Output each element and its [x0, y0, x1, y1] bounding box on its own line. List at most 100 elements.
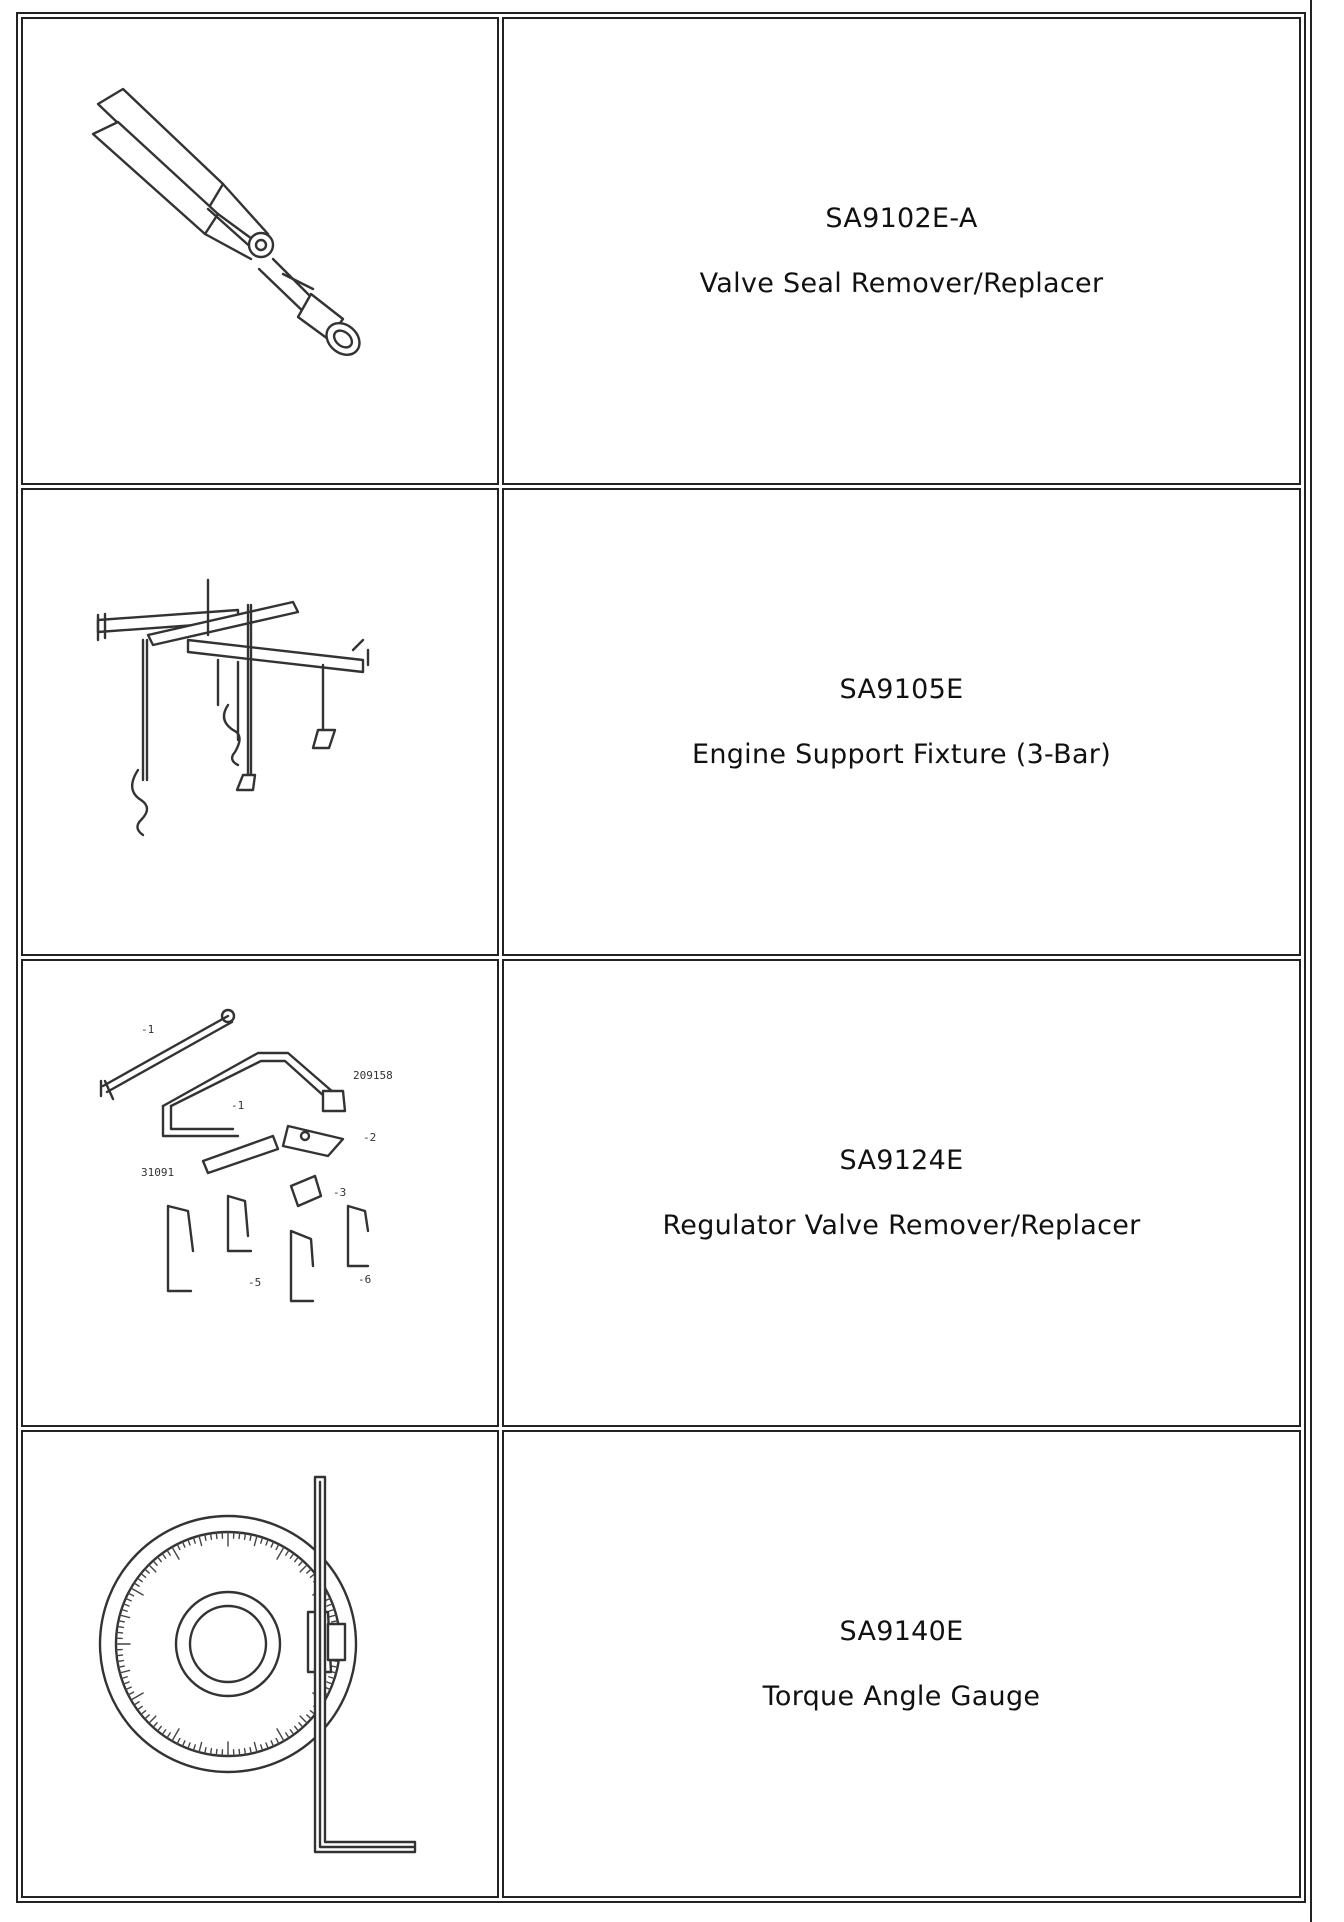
dial-tick: [144, 1568, 150, 1574]
dial-tick: [115, 1654, 124, 1657]
dial-tick: [120, 1608, 128, 1612]
dial-tick: [289, 1552, 295, 1559]
dial-tick: [127, 1691, 135, 1696]
dial-tick: [136, 1577, 143, 1583]
gauge-dial-ticks: [115, 1531, 341, 1757]
dial-tick: [161, 1729, 167, 1736]
tool-part-number: SA9105E: [839, 674, 964, 705]
tool-name: Torque Angle Gauge: [762, 1681, 1041, 1712]
dial-tick: [249, 1533, 252, 1542]
dial-tick: [275, 1543, 280, 1551]
dial-tick: [209, 1747, 213, 1756]
table-row: SA9102E-A Valve Seal Remover/Replacer: [21, 17, 1301, 485]
part-label: 31091: [141, 1166, 174, 1179]
dial-tick: [122, 1681, 130, 1685]
tool-name: Engine Support Fixture (3-Bar): [691, 739, 1112, 770]
dial-tick: [116, 1625, 125, 1629]
dial-tick: [176, 1737, 181, 1745]
dial-tick: [209, 1532, 213, 1541]
dial-tick: [285, 1549, 290, 1556]
dial-tick: [243, 1532, 247, 1541]
dial-tick: [148, 1564, 157, 1573]
dial-tick: [119, 1669, 131, 1674]
tool-name: Regulator Valve Remover/Replacer: [662, 1210, 1141, 1241]
dial-tick: [119, 1614, 131, 1619]
tool-illustration-cell: [21, 17, 499, 485]
dial-tick: [116, 1659, 125, 1663]
tool-illustration-cell: [21, 1430, 499, 1898]
dial-tick: [166, 1732, 171, 1739]
dial-tick: [265, 1538, 269, 1546]
dial-tick: [238, 1531, 241, 1540]
dial-tick: [198, 1535, 203, 1547]
dial-tick: [215, 1748, 218, 1757]
dial-tick: [238, 1748, 241, 1757]
dial-tick: [260, 1744, 264, 1752]
dial-tick: [152, 1560, 158, 1566]
dial-tick: [152, 1722, 158, 1728]
dial-tick: [253, 1535, 258, 1547]
dial-tick: [294, 1725, 300, 1732]
dial-tick: [171, 1728, 180, 1742]
tool-info-cell: SA9124E Regulator Valve Remover/Replacer: [502, 959, 1301, 1427]
tool-info-cell: SA9102E-A Valve Seal Remover/Replacer: [502, 17, 1301, 485]
tool-info-cell: SA9140E Torque Angle Gauge: [502, 1430, 1301, 1898]
part-label: -3: [333, 1186, 346, 1199]
dial-tick: [330, 1620, 339, 1623]
dial-tick: [187, 1742, 191, 1750]
dial-tick: [144, 1714, 150, 1720]
table-row: SA9140E Torque Angle Gauge: [21, 1430, 1301, 1898]
tool-part-number: SA9102E-A: [825, 203, 978, 234]
tool-illustration-cell: [21, 488, 499, 956]
dial-tick: [326, 1681, 334, 1685]
dial-tick: [276, 1546, 285, 1560]
dial-tick: [243, 1747, 247, 1756]
dial-tick: [192, 1536, 196, 1544]
dial-tick: [187, 1538, 191, 1546]
dial-tick: [124, 1597, 132, 1602]
dial-tick: [115, 1631, 124, 1634]
dial-tick: [117, 1620, 126, 1623]
dial-tick: [130, 1587, 144, 1596]
dial-tick: [122, 1603, 130, 1607]
dial-tick: [265, 1742, 269, 1750]
dial-tick: [156, 1556, 162, 1563]
dial-tick: [181, 1540, 186, 1548]
dial-tick: [120, 1676, 128, 1680]
dial-tick: [270, 1740, 275, 1748]
page-right-border-line: [1310, 0, 1312, 1922]
tool-info-cell: SA9105E Engine Support Fixture (3-Bar): [502, 488, 1301, 956]
dial-tick: [299, 1715, 308, 1724]
dial-tick: [294, 1556, 300, 1563]
dial-tick: [328, 1608, 336, 1612]
part-label: -1: [231, 1099, 244, 1112]
dial-tick: [166, 1549, 171, 1556]
dial-tick: [270, 1540, 275, 1548]
dial-tick: [148, 1715, 157, 1724]
table-row: SA9105E Engine Support Fixture (3-Bar): [21, 488, 1301, 956]
dial-tick: [198, 1741, 203, 1753]
dial-tick: [127, 1592, 135, 1597]
dial-tick: [192, 1744, 196, 1752]
dial-tick: [299, 1564, 308, 1573]
dial-tick: [289, 1729, 295, 1736]
dial-tick: [140, 1710, 147, 1716]
torque-angle-gauge-icon: [98, 1475, 417, 1854]
tool-name: Valve Seal Remover/Replacer: [699, 268, 1104, 299]
dial-tick: [328, 1676, 336, 1680]
dial-tick: [204, 1533, 207, 1542]
dial-tick: [130, 1692, 144, 1701]
valve-seal-pliers-icon: [91, 87, 361, 356]
dial-tick: [260, 1536, 264, 1544]
dial-tick: [181, 1740, 186, 1748]
part-label: -1: [141, 1023, 154, 1036]
dial-tick: [306, 1568, 312, 1574]
tool-part-number: SA9140E: [839, 1616, 964, 1647]
part-label: -5: [248, 1276, 261, 1289]
dial-tick: [176, 1543, 181, 1551]
dial-tick: [156, 1725, 162, 1732]
dial-tick: [253, 1741, 258, 1753]
dial-tick: [330, 1665, 339, 1668]
dial-tick: [326, 1603, 334, 1607]
dial-tick: [306, 1714, 312, 1720]
